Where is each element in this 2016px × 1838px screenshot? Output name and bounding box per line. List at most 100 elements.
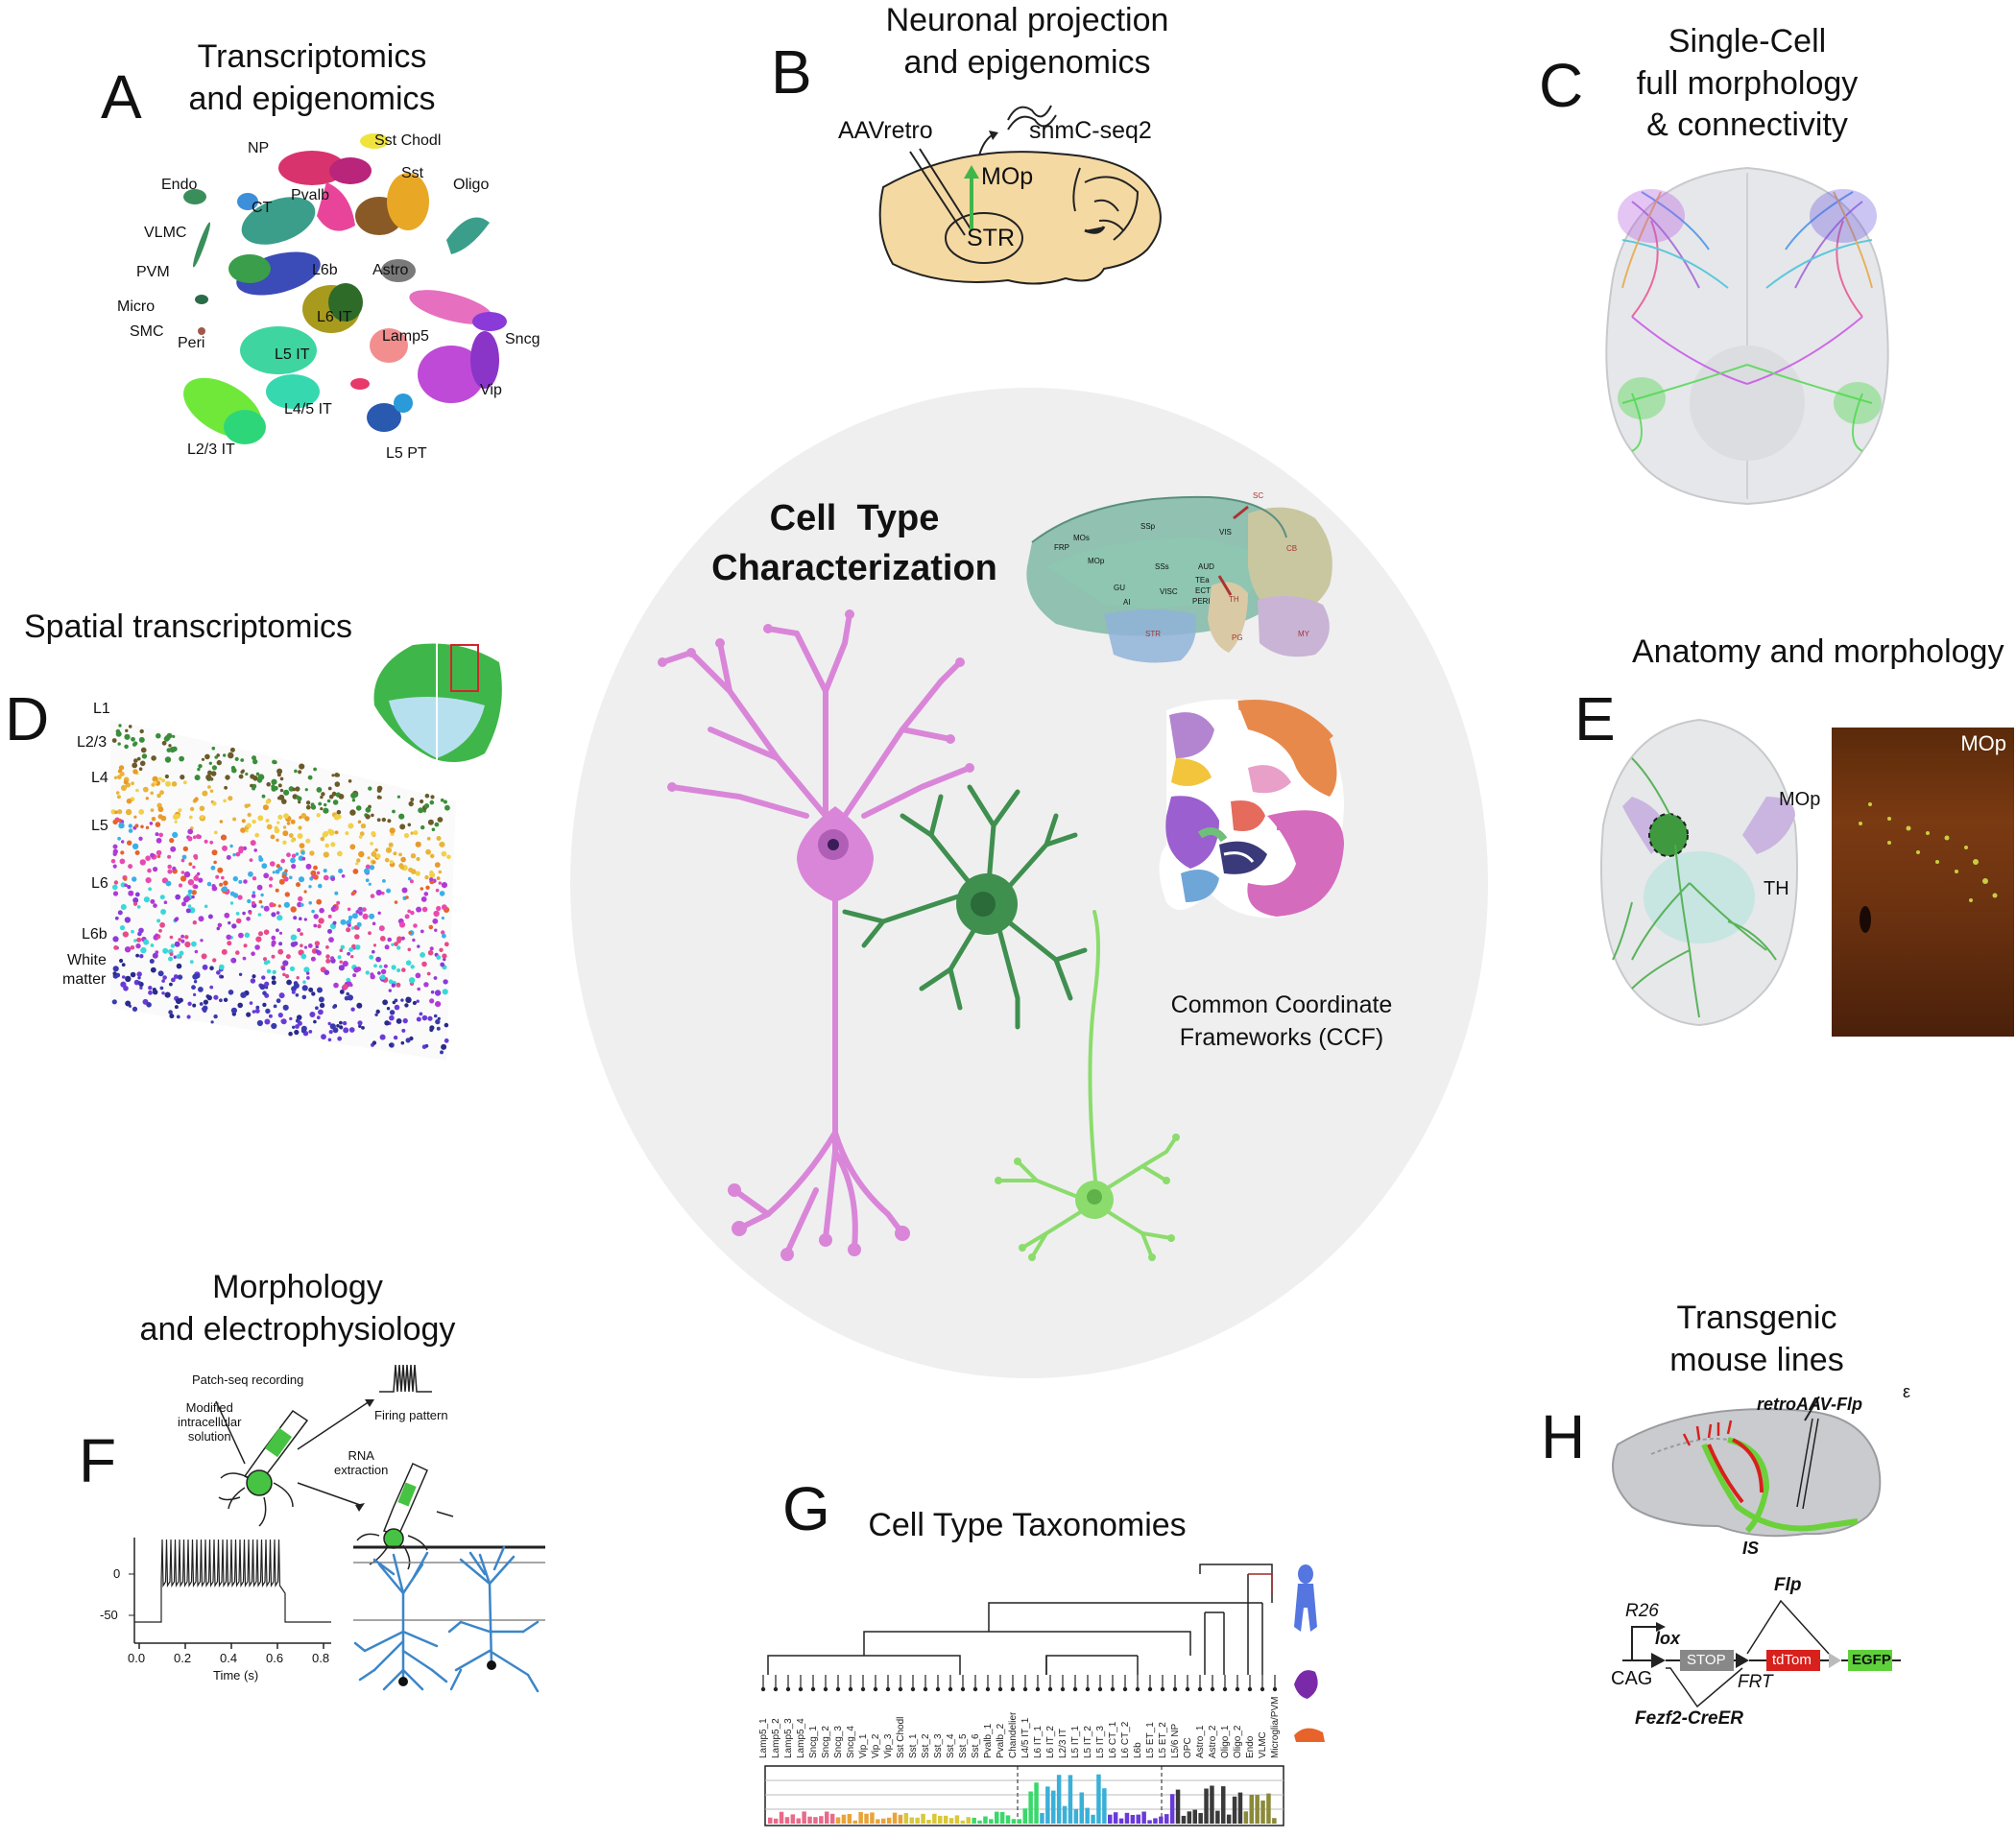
spatial-cell-dot bbox=[122, 931, 129, 938]
spatial-cell-dot bbox=[132, 742, 137, 747]
spatial-cell-dot bbox=[339, 1020, 343, 1025]
spatial-cell-dot bbox=[216, 970, 221, 975]
spatial-cell-dot bbox=[162, 947, 169, 954]
spatial-cell-dot bbox=[327, 1038, 332, 1042]
spatial-cell-dot bbox=[164, 734, 171, 741]
spatial-cell-dot bbox=[136, 971, 142, 977]
spatial-cell-dot bbox=[117, 910, 123, 916]
taxonomy-bar bbox=[1028, 1791, 1033, 1824]
taxonomy-bar bbox=[1085, 1807, 1090, 1824]
panel-e-letter: E bbox=[1574, 684, 1616, 753]
spatial-cell-dot bbox=[315, 1006, 319, 1011]
spatial-cell-dot bbox=[264, 1018, 271, 1025]
spatial-cell-dot bbox=[176, 954, 181, 959]
taxonomy-bar bbox=[921, 1813, 925, 1824]
spatial-cell-dot bbox=[229, 844, 233, 848]
spatial-cell-dot bbox=[173, 955, 177, 959]
rna-extraction-label: RNA extraction bbox=[334, 1448, 388, 1478]
egfp-label: EGFP bbox=[1852, 1652, 1891, 1668]
spatial-cell-dot bbox=[162, 975, 167, 980]
taxonomy-bar bbox=[841, 1814, 847, 1824]
spatial-cell-dot bbox=[156, 793, 161, 799]
spatial-cell-dot bbox=[138, 809, 145, 815]
spatial-cell-dot bbox=[137, 981, 142, 985]
spatial-cell-dot bbox=[336, 1024, 340, 1028]
spatial-cell-dot bbox=[156, 837, 162, 844]
spatial-cell-dot bbox=[318, 1009, 324, 1015]
microscopy-cells bbox=[1859, 802, 1998, 933]
taxonomy-bar bbox=[1108, 1814, 1113, 1824]
spatial-cell-dot bbox=[145, 855, 151, 861]
spatial-cell-dot bbox=[400, 998, 404, 1002]
spatial-cell-dot bbox=[407, 909, 412, 914]
spatial-cell-dot bbox=[436, 836, 442, 841]
spatial-cell-dot bbox=[439, 841, 445, 847]
spatial-cell-dot bbox=[263, 905, 270, 912]
spatial-cell-dot bbox=[305, 863, 312, 870]
spatial-cell-dot bbox=[244, 932, 251, 939]
spatial-cell-dot bbox=[164, 991, 171, 998]
spatial-cell-dot bbox=[315, 944, 320, 949]
spatial-cell-dot bbox=[330, 876, 336, 881]
spatial-cell-dot bbox=[172, 866, 177, 871]
spatial-cell-dot bbox=[235, 912, 240, 916]
spatial-cell-dot bbox=[134, 850, 140, 855]
spatial-cell-dot bbox=[220, 975, 225, 979]
spatial-cell-dot bbox=[299, 843, 305, 848]
spatial-cell-dot bbox=[272, 969, 276, 974]
panel-e-title: Anatomy and morphology bbox=[1632, 633, 2004, 670]
spatial-cell-dot bbox=[133, 815, 137, 819]
spatial-cell-dot bbox=[364, 868, 371, 874]
spatial-cell-dot bbox=[283, 789, 290, 796]
spatial-cell-dot bbox=[112, 971, 117, 976]
cluster-peri: Peri bbox=[178, 335, 205, 351]
panel-b-title-line1: Neuronal projection bbox=[885, 2, 1169, 38]
spatial-cell-dot bbox=[372, 943, 377, 947]
spatial-cell-dot bbox=[273, 903, 276, 907]
spatial-cell-dot bbox=[271, 784, 276, 789]
center-title-line2: Characterization bbox=[711, 548, 997, 589]
spatial-cell-dot bbox=[410, 965, 415, 969]
str-label: STR bbox=[967, 225, 1015, 251]
spatial-cell-dot bbox=[230, 1007, 237, 1014]
atlas-label-str: STR bbox=[1145, 630, 1161, 638]
dendrogram-leaf-node bbox=[1035, 1686, 1041, 1692]
spatial-cell-dot bbox=[204, 839, 208, 844]
spatial-cell-dot bbox=[444, 804, 450, 811]
spatial-cell-dot bbox=[346, 927, 351, 933]
spatial-cell-dot bbox=[365, 814, 371, 820]
spatial-cell-dot bbox=[370, 842, 373, 846]
taxonomy-bar bbox=[1164, 1814, 1169, 1824]
spatial-cell-dot bbox=[150, 808, 155, 812]
spatial-cell-dot bbox=[180, 775, 185, 780]
spatial-cell-dot bbox=[425, 848, 431, 855]
spatial-cell-dot bbox=[375, 1009, 380, 1014]
spatial-cell-dot bbox=[441, 850, 447, 857]
spatial-cell-dot bbox=[264, 981, 270, 987]
spatial-cell-dot bbox=[368, 786, 372, 791]
spatial-cell-dot bbox=[321, 792, 325, 797]
layer-l4: L4 bbox=[91, 770, 108, 786]
spatial-cell-dot bbox=[240, 770, 244, 775]
spatial-cell-dot bbox=[434, 822, 440, 827]
spatial-cell-dot bbox=[347, 951, 350, 956]
spatial-cell-dot bbox=[176, 963, 182, 969]
layer-l1: L1 bbox=[93, 701, 110, 717]
spatial-cell-dot bbox=[347, 994, 353, 1001]
spatial-cell-dot bbox=[327, 828, 333, 834]
spatial-cell-dot bbox=[198, 764, 203, 769]
spatial-cell-dot bbox=[342, 984, 348, 990]
spatial-cell-dot bbox=[375, 889, 382, 896]
taxonomy-bar bbox=[1237, 1792, 1243, 1824]
spatial-cell-dot bbox=[157, 806, 164, 813]
spatial-cell-dot bbox=[325, 945, 329, 949]
spatial-cell-dot bbox=[424, 793, 430, 799]
modified-line3: solution bbox=[187, 1428, 231, 1444]
spatial-cell-dot bbox=[156, 849, 162, 856]
spatial-cell-dot bbox=[310, 870, 317, 876]
spatial-cell-dot bbox=[420, 887, 424, 891]
spatial-cell-dot bbox=[317, 987, 323, 993]
spatial-cell-dot bbox=[386, 888, 392, 894]
spatial-cell-dot bbox=[198, 877, 204, 883]
